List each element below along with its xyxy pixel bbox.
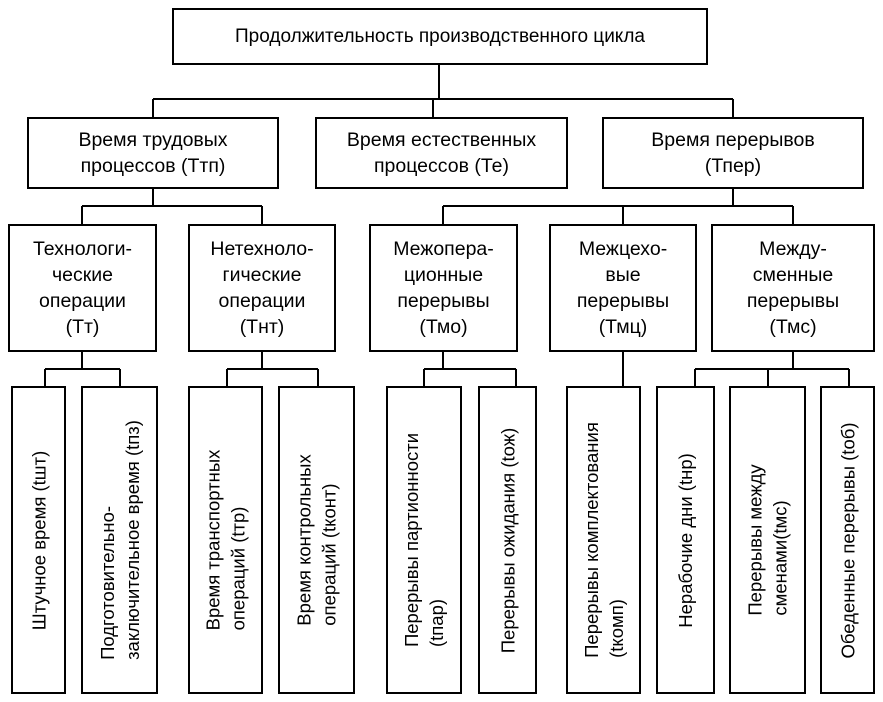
node-label-line: операции — [218, 290, 306, 312]
node-between-shifts-breaks: Перерывы между сменами(tмс) — [729, 386, 806, 694]
node-inter-shop-breaks: Межцехо- вые перерывы (Тмц) — [549, 224, 697, 352]
node-lunch-breaks: Обеденные перерывы (tоб) — [820, 386, 875, 694]
node-label-line: ческие — [51, 264, 114, 286]
node-inter-operation-breaks: Межопера- ционные перерывы (Тмо) — [369, 224, 518, 352]
node-label-line: Обеденные перерывы (tоб) — [837, 422, 859, 658]
node-assembly-breaks: Перерывы комплектования (tкомп) — [566, 386, 641, 694]
node-label-line: Перерывы между — [744, 464, 766, 616]
node-production-cycle-duration: Продолжительность производственного цикл… — [172, 8, 708, 65]
node-label-line: (Тмо) — [419, 316, 468, 338]
node-transport-operations-time: Время транспортных операций (tтр) — [188, 386, 263, 694]
node-piece-time: Штучное время (tшт) — [11, 386, 66, 694]
node-label-line: Нерабочие дни (tнр) — [675, 452, 696, 628]
node-label-line: Время контрольных — [293, 454, 315, 626]
node-label-line: (Тмц) — [598, 316, 648, 338]
node-label-line: (Тпер) — [704, 155, 762, 177]
node-label-line: Штучное время (tшт) — [28, 450, 49, 630]
node-label-line: вые — [605, 264, 641, 286]
node-control-operations-time: Время контрольных операций (tконт) — [278, 386, 355, 694]
node-label-line: перерывы — [576, 290, 670, 312]
node-label-line: Перерывы комплектования — [580, 422, 602, 658]
node-preparatory-final-time: Подготовительно- заключительное время (t… — [81, 386, 158, 694]
node-label-line: операций (tконт) — [318, 483, 340, 626]
node-inter-shift-breaks: Между- сменные перерывы (Тмс) — [711, 224, 875, 352]
node-label-line: Технологи- — [32, 238, 133, 260]
node-label-line: перерывы — [746, 290, 840, 312]
node-label-line: операции — [39, 290, 126, 312]
node-label-line: Время транспортных — [202, 449, 224, 631]
node-label-line: (Тнт) — [239, 316, 285, 338]
node-label-line: Межопера- — [393, 238, 494, 260]
node-label-line: Перерывы партионности — [401, 432, 423, 648]
node-label-line: (tкомп) — [605, 599, 627, 658]
node-label-line: ционные — [403, 264, 484, 286]
node-technological-operations: Технологи- ческие операции (Тт) — [8, 224, 157, 352]
node-label-line: (tпар) — [426, 598, 448, 648]
node-waiting-breaks: Перерывы ожидания (tож) — [478, 386, 537, 694]
node-label-line: операций (tтр) — [227, 506, 249, 631]
node-label-line: Продолжительность производственного цикл… — [235, 26, 645, 47]
node-label-line: сменные — [752, 264, 834, 286]
node-label-line: Подготовительно- — [96, 505, 118, 660]
node-label-line: (Тмс) — [769, 316, 817, 338]
node-label-line: перерывы — [397, 290, 490, 312]
node-label-line: гические — [222, 264, 302, 286]
node-label-line: Межцехо- — [578, 238, 668, 260]
node-label-line: сменами(tмс) — [769, 500, 791, 616]
node-label-line: Нетехноло- — [210, 238, 314, 260]
node-label-line: Между- — [759, 238, 827, 260]
node-label-line: процессов (Те) — [373, 155, 510, 177]
node-label-line: процессов (Ттп) — [80, 155, 226, 177]
node-label-line: (Тт) — [65, 316, 100, 338]
node-label-line: заключительное время (tпз) — [121, 420, 143, 660]
node-labor-process-time: Время трудовых процессов (Ттп) — [27, 117, 279, 189]
node-label-line: Время трудовых — [78, 129, 228, 151]
node-non-technological-operations: Нетехноло- гические операции (Тнт) — [188, 224, 336, 352]
node-break-time: Время перерывов (Тпер) — [602, 117, 864, 189]
node-batch-breaks: Перерывы партионности (tпар) — [386, 386, 462, 694]
node-non-working-days: Нерабочие дни (tнр) — [656, 386, 715, 694]
node-label-line: Время естественных — [346, 129, 537, 151]
node-natural-process-time: Время естественных процессов (Те) — [315, 117, 568, 189]
node-label-line: Время перерывов — [651, 129, 815, 151]
node-label-line: Перерывы ожидания (tож) — [497, 427, 519, 653]
